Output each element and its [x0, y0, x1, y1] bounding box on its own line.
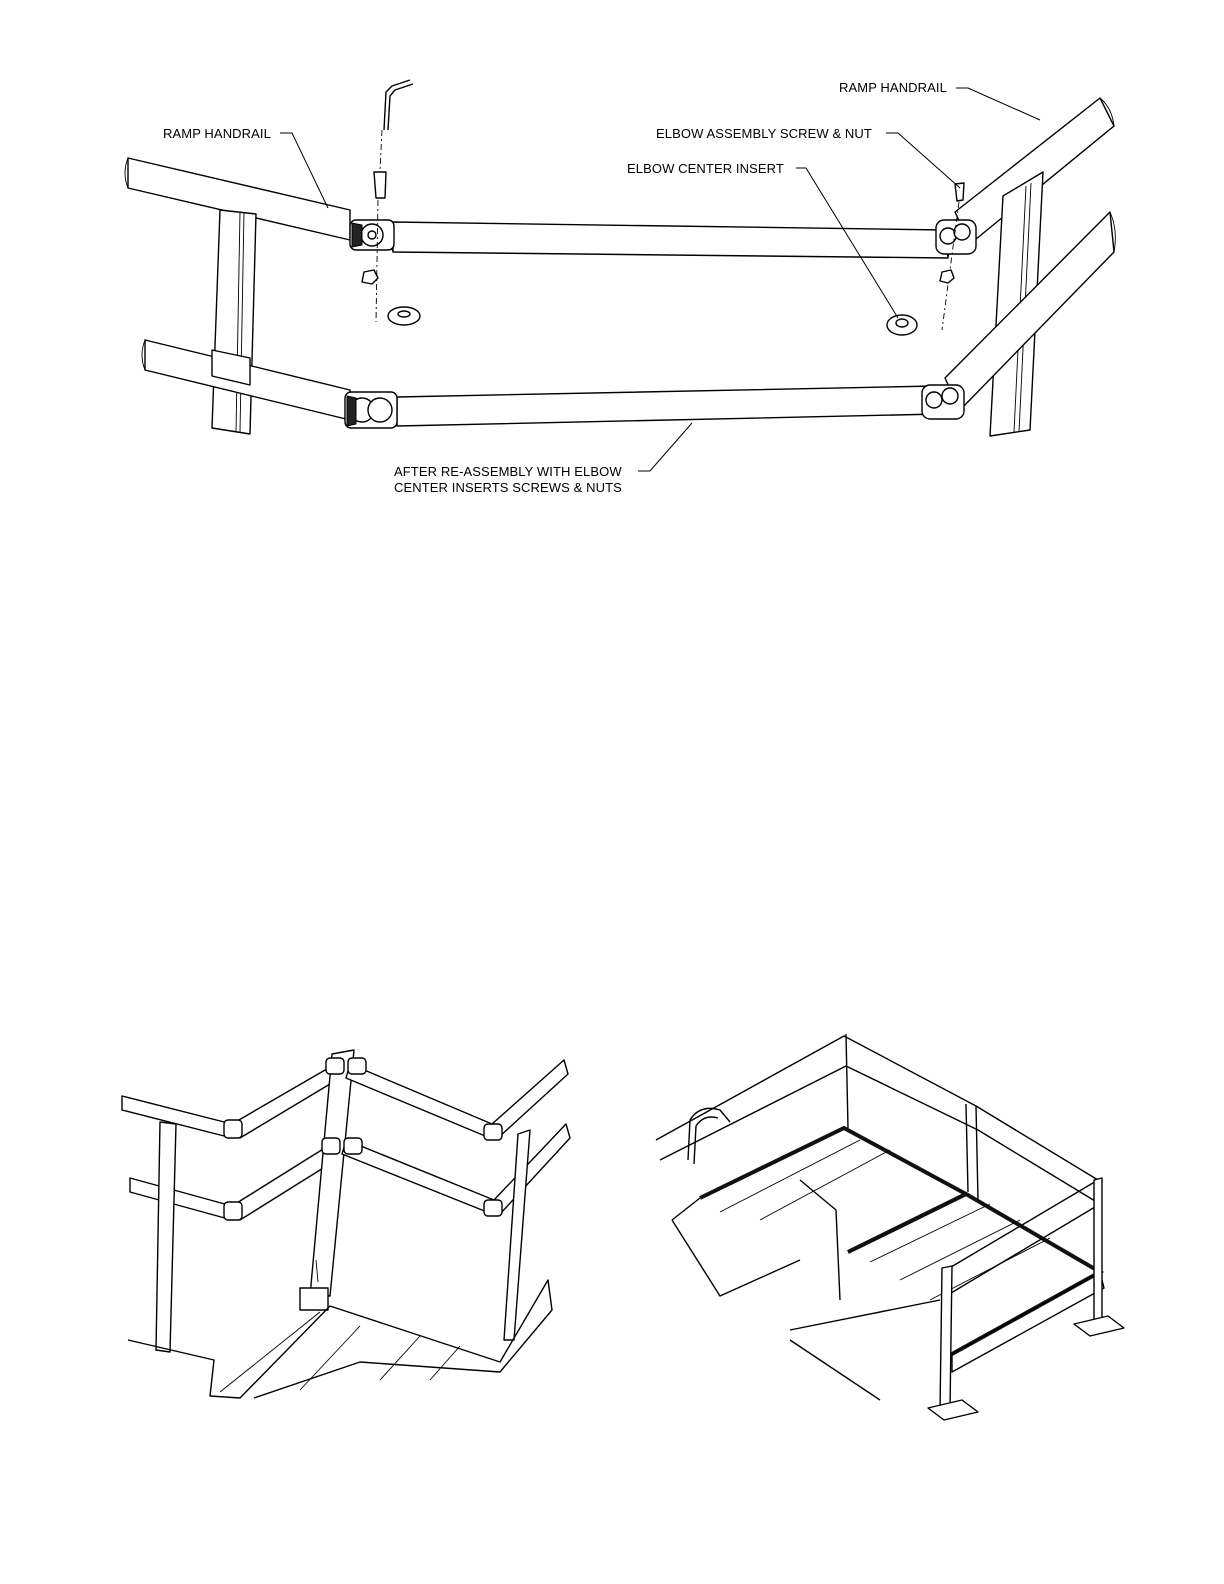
elbow-right-lower — [922, 385, 964, 419]
deck-border — [700, 1128, 966, 1252]
elbow-left-lower — [345, 392, 397, 428]
label-ramp-handrail-right: RAMP HANDRAIL — [839, 80, 947, 96]
left-post — [212, 210, 256, 434]
foot-plate-front — [928, 1400, 978, 1420]
elbow-exploded-detail-drawing — [0, 0, 1224, 540]
label-ramp-handrail-left: RAMP HANDRAIL — [163, 126, 271, 142]
nut-icon-left — [362, 270, 378, 284]
screw-icon-left — [374, 172, 386, 198]
insert-icon-left — [388, 307, 420, 325]
nut-icon-right — [940, 270, 954, 283]
label-elbow-screw-nut: ELBOW ASSEMBLY SCREW & NUT — [656, 126, 872, 142]
center-post — [310, 1050, 354, 1296]
elbow-left-upper — [350, 220, 394, 250]
insert-icon-right — [887, 315, 917, 335]
upper-long-tube — [393, 222, 948, 258]
foot-plate-right — [1074, 1316, 1124, 1336]
label-after-reassembly: AFTER RE-ASSEMBLY WITH ELBOW CENTER INSE… — [394, 464, 654, 496]
label-after-reassembly-line2: CENTER INSERTS SCREWS & NUTS — [394, 480, 654, 496]
screw-icon-right — [955, 183, 964, 201]
label-elbow-center-insert: ELBOW CENTER INSERT — [627, 161, 784, 177]
lower-long-tube — [397, 386, 940, 426]
label-after-reassembly-line1: AFTER RE-ASSEMBLY WITH ELBOW — [394, 464, 654, 480]
